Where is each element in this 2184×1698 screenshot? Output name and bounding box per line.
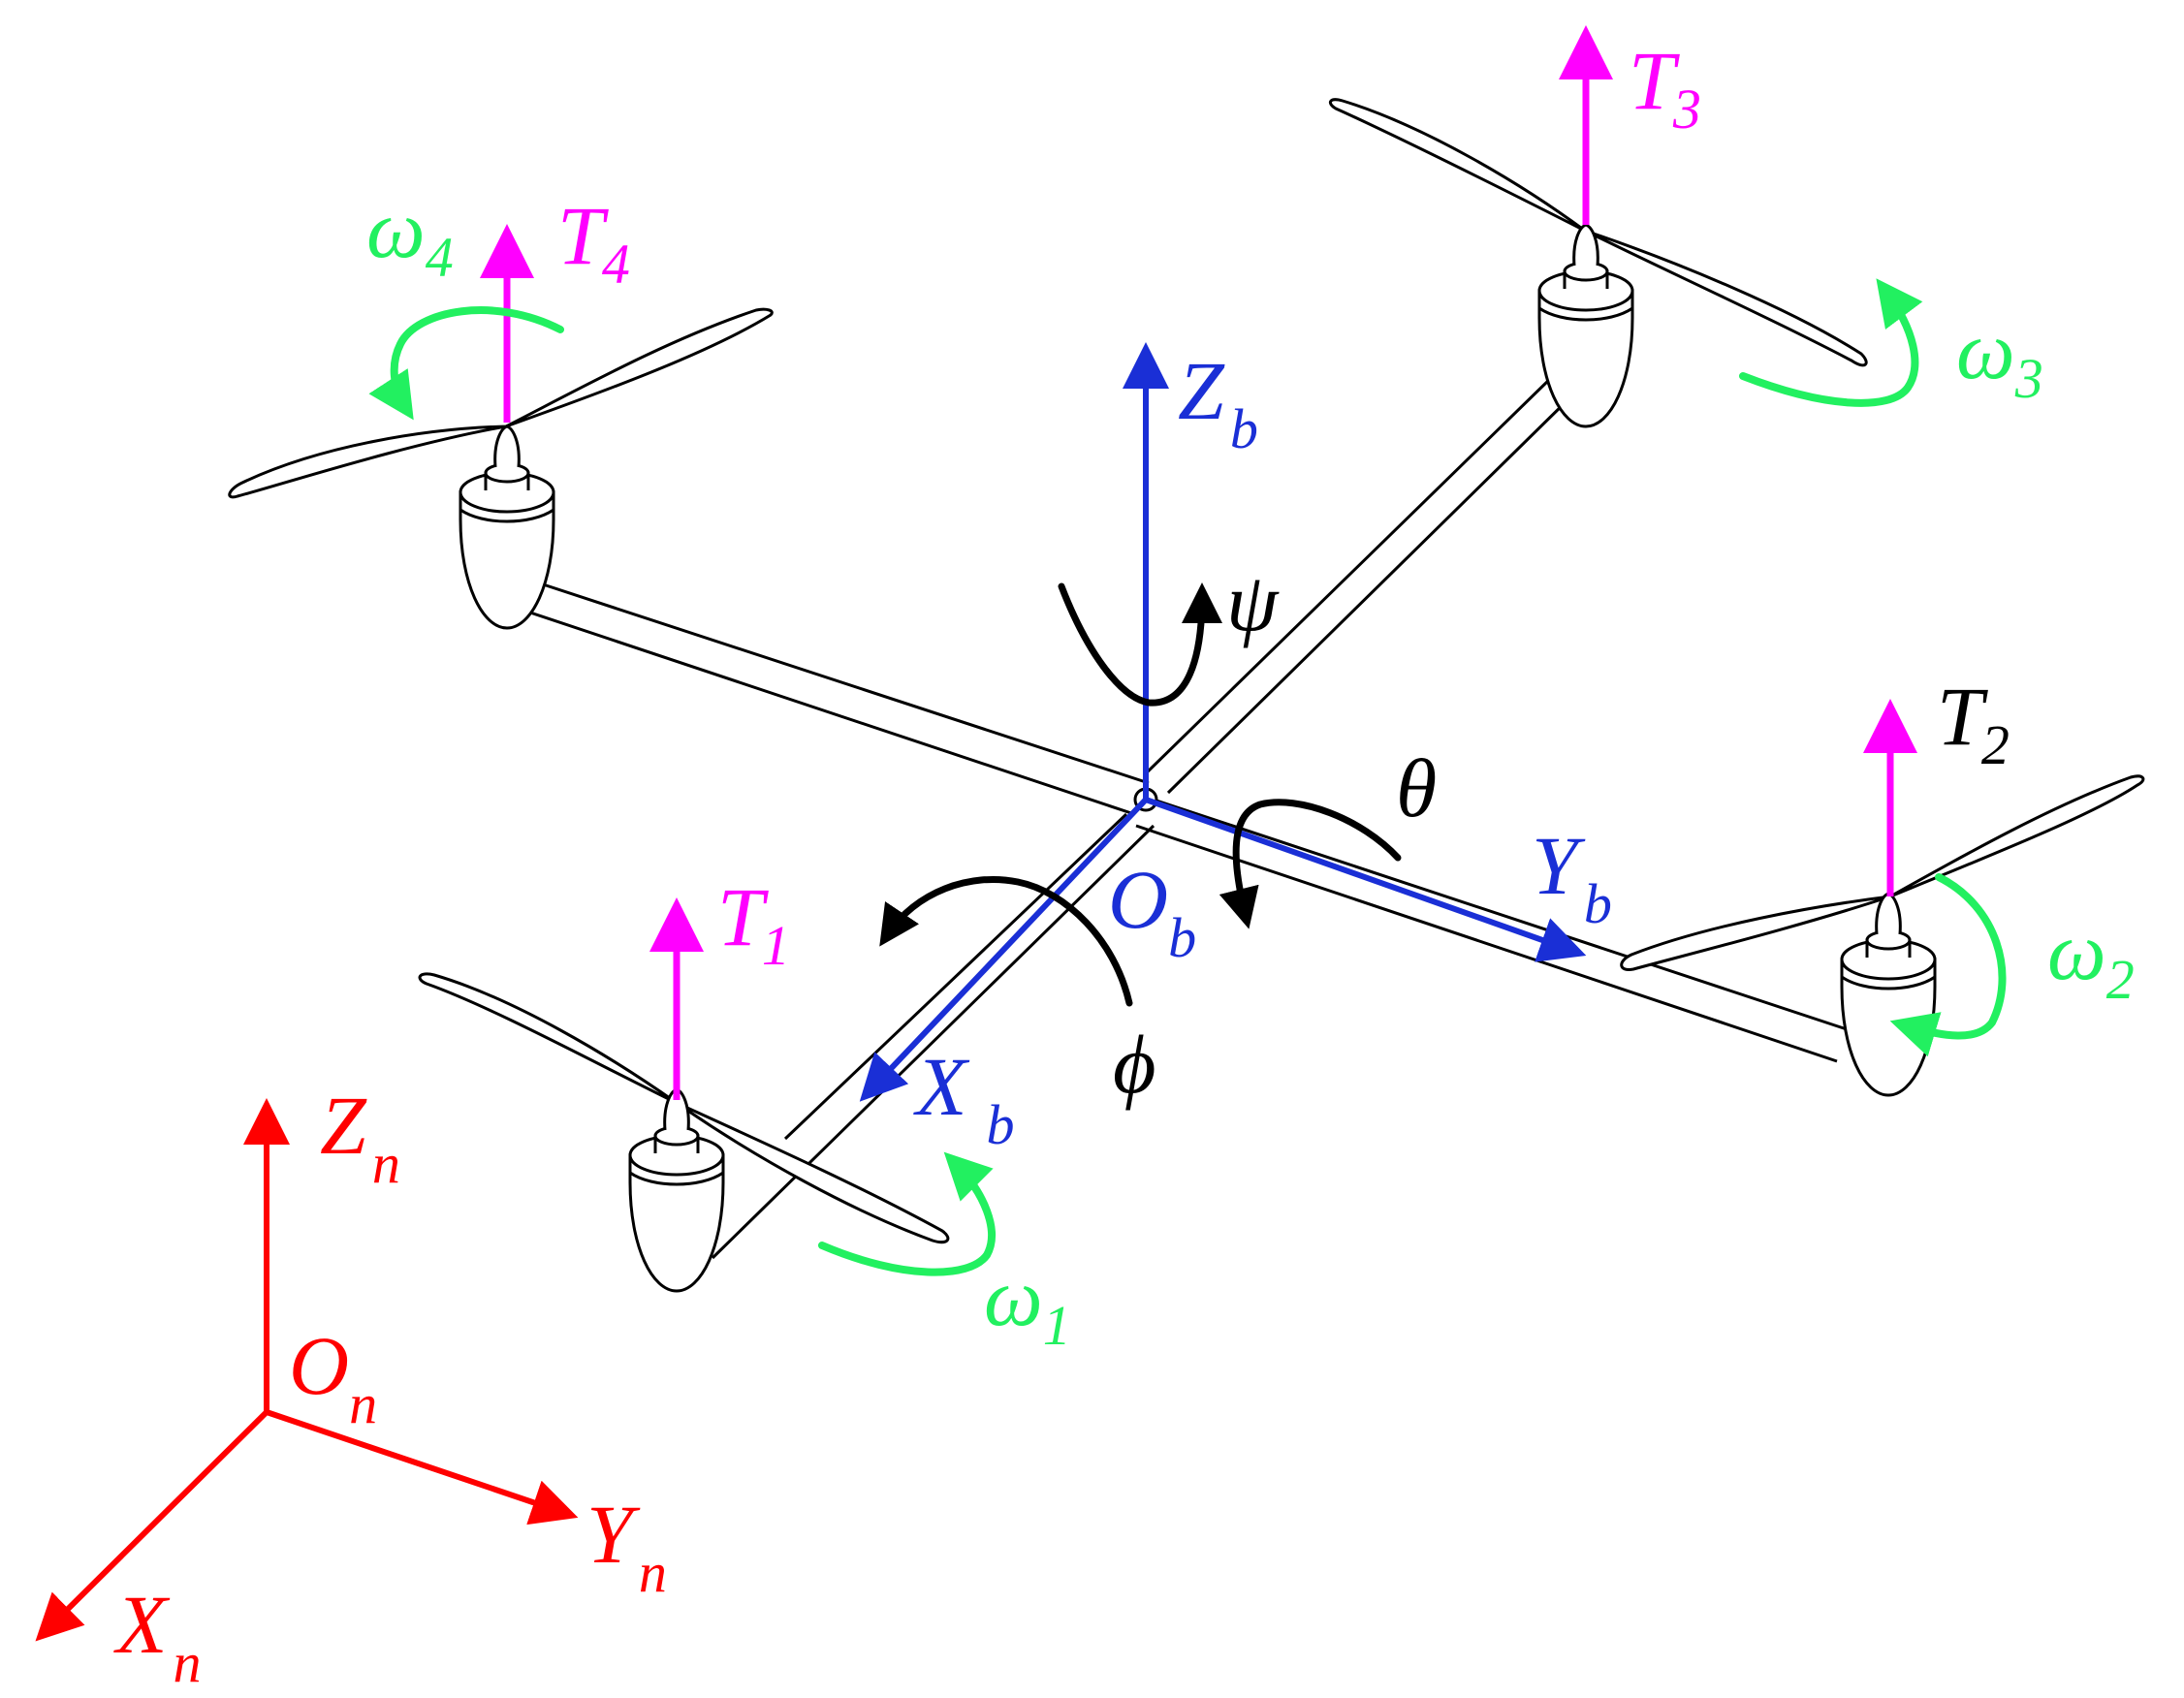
omega-label-3: ω3 [1956,303,2043,410]
omega-arc-1 [818,1151,996,1276]
inertial-axes [35,1098,579,1642]
roll-label: ϕ [1113,1018,1156,1111]
frame-arms [518,376,1848,1260]
yaw-arrow [1058,582,1222,707]
thrust-label-2: T2 [1937,670,2010,776]
rotor-speed-arcs [368,278,2007,1276]
thrust-vectors [480,25,1917,1100]
omega-arc-3 [1739,278,1923,407]
inertial-origin-label: On [289,1319,377,1435]
inertial-y-axis [266,1409,579,1525]
body-axes [859,342,1587,1102]
thrust-label-1: T1 [717,870,790,977]
roll-arrow [879,875,1133,1007]
rotor-1 [418,972,950,1293]
omega-label-4: ω4 [366,182,454,289]
thrust-label-4: T4 [557,189,630,296]
yaw-label: ψ [1226,555,1280,648]
omega-label-1: ω1 [984,1250,1071,1357]
omega-label-2: ω2 [2047,904,2135,1011]
rotor-4 [228,307,774,630]
body-origin-label: Ob [1108,853,1196,969]
body-y-axis [1144,797,1587,962]
thrust-label-3: T3 [1629,34,1701,141]
rotor-3 [1328,98,1868,428]
body-x-axis [859,797,1149,1102]
pitch-arrow [1219,799,1402,929]
inertial-x-axis [35,1409,269,1642]
omega-arc-2 [1889,873,2007,1057]
omega-arc-4 [368,306,564,421]
pitch-label: θ [1396,741,1437,834]
attitude-arrows [879,582,1402,1007]
